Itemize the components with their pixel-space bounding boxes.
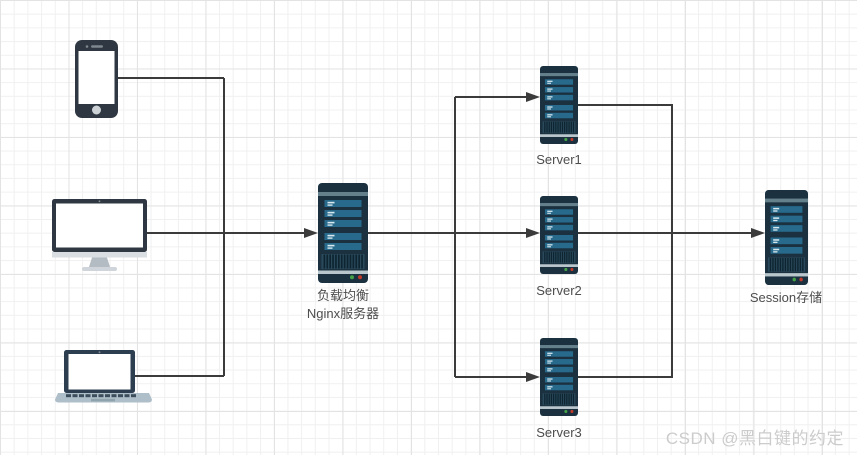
arrowhead-session: [751, 228, 765, 238]
server-icon: [540, 338, 578, 416]
arrowhead-nginx: [304, 228, 318, 238]
arrowhead-server2: [526, 228, 540, 238]
edge-server1-to-collector[interactable]: [578, 104, 673, 233]
arrowhead-server1: [526, 92, 540, 102]
node-server3[interactable]: [540, 338, 578, 416]
smartphone-icon: [75, 40, 118, 118]
arrowhead-server3: [526, 372, 540, 382]
server-icon: [765, 190, 808, 285]
label-server1: Server1: [536, 152, 582, 167]
label-server2: Server2: [536, 283, 582, 298]
server-icon: [540, 196, 578, 274]
node-client-desktop[interactable]: [52, 199, 147, 271]
desktop-monitor-icon: [52, 199, 147, 271]
label-nginx: 负载均衡 Nginx服务器: [273, 287, 413, 323]
node-session-store[interactable]: [765, 190, 808, 285]
label-session-store: Session存储: [749, 290, 823, 305]
node-server2[interactable]: [540, 196, 578, 274]
label-nginx-line1: 负载均衡: [316, 288, 369, 303]
edge-server3-to-collector[interactable]: [578, 233, 673, 378]
server-icon: [540, 66, 578, 144]
label-nginx-line2: Nginx服务器: [306, 306, 380, 321]
watermark-text: CSDN @黑白键的约定: [665, 429, 844, 448]
server-icon: [318, 183, 368, 283]
laptop-icon: [55, 350, 152, 403]
node-server1[interactable]: [540, 66, 578, 144]
node-client-laptop[interactable]: [55, 350, 152, 405]
label-server3: Server3: [536, 425, 582, 440]
node-nginx-load-balancer[interactable]: [318, 183, 368, 283]
node-client-phone[interactable]: [75, 40, 118, 118]
